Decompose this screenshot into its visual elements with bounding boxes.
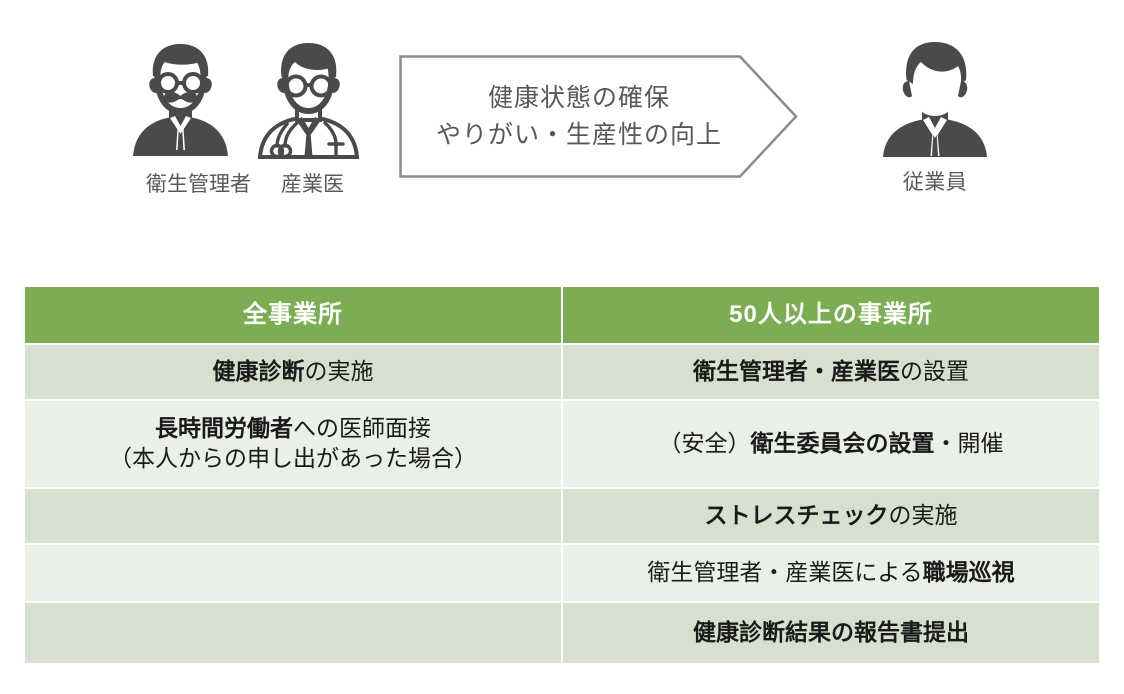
- right-arrow-banner-icon: [399, 55, 798, 178]
- arrow-banner: 健康状態の確保 やりがい・生産性の向上: [399, 55, 798, 178]
- text-bold: 長時間労働者: [155, 415, 293, 442]
- arrow-banner-text: 健康状態の確保 やりがい・生産性の向上: [399, 55, 759, 178]
- cell-all-long-hours-interview: 長時間労働者への医師面接 （本人からの申し出があった場合）: [25, 401, 561, 487]
- column-header-50plus-workplaces: 50人以上の事業所: [563, 287, 1099, 343]
- text-bold: ストレスチェック: [704, 502, 889, 529]
- cell-all-empty-2: [25, 545, 561, 601]
- cell-50plus-appoint-staff: 衛生管理者・産業医の設置: [563, 345, 1099, 399]
- text-plain-prefix: （安全）: [658, 430, 751, 457]
- cell-50plus-safety-health-committee: （安全）衛生委員会の設置・開催: [563, 401, 1099, 487]
- text-plain: の設置: [900, 358, 969, 385]
- stakeholder-diagram: 衛生管理者 産業医 健康状態の確保 やりがい・生産性の向上: [0, 0, 1124, 250]
- text-plain: の実施: [888, 502, 958, 529]
- cell-50plus-stress-check: ストレスチェックの実施: [563, 489, 1099, 543]
- text-plain-prefix: 衛生管理者・産業医による: [647, 559, 923, 586]
- caption-hygiene-manager: 衛生管理者: [146, 173, 251, 196]
- businessman-icon: [865, 38, 1005, 160]
- text-plain: ・開催: [934, 430, 1004, 457]
- requirements-table: 全事業所 50人以上の事業所 健康診断の実施 衛生管理者・産業医の設置 長時間労…: [23, 285, 1101, 665]
- person-hygiene-manager: [110, 38, 250, 158]
- text-bold: 衛生委員会の設置: [750, 430, 935, 457]
- text-plain: の実施: [304, 358, 374, 385]
- table-row: 衛生管理者・産業医による職場巡視: [25, 545, 1099, 601]
- table-row: 健康診断結果の報告書提出: [25, 603, 1099, 663]
- table-row: 健康診断の実施 衛生管理者・産業医の設置: [25, 345, 1099, 399]
- text-bold: 衛生管理者・産業医: [693, 358, 900, 385]
- arrow-line-2: やりがい・生産性の向上: [435, 120, 722, 149]
- column-header-all-workplaces: 全事業所: [25, 287, 561, 343]
- cell-50plus-checkup-report: 健康診断結果の報告書提出: [563, 603, 1099, 663]
- table-row: ストレスチェックの実施: [25, 489, 1099, 543]
- arrow-line-1: 健康状態の確保: [487, 84, 670, 113]
- caption-occupational-physician: 産業医: [281, 173, 344, 196]
- text-bold: 健康診断結果の報告書提出: [693, 619, 969, 646]
- caption-employee: 従業員: [902, 171, 968, 194]
- person-with-glasses-mustache-icon: [110, 38, 250, 158]
- text-bold: 健康診断: [212, 358, 305, 385]
- left-person-captions: 衛生管理者 産業医: [100, 168, 390, 198]
- table-header-row: 全事業所 50人以上の事業所: [25, 287, 1099, 343]
- person-occupational-physician: [243, 38, 373, 160]
- table-row: 長時間労働者への医師面接 （本人からの申し出があった場合） （安全）衛生委員会の設…: [25, 401, 1099, 487]
- text-second-line: （本人からの申し出があった場合）: [109, 445, 477, 471]
- cell-all-empty-1: [25, 489, 561, 543]
- text-plain: への医師面接: [293, 415, 431, 442]
- text-bold: 職場巡視: [922, 559, 1015, 586]
- cell-all-health-checkup: 健康診断の実施: [25, 345, 561, 399]
- cell-all-empty-3: [25, 603, 561, 663]
- cell-50plus-workplace-patrol: 衛生管理者・産業医による職場巡視: [563, 545, 1099, 601]
- doctor-with-stethoscope-icon: [243, 38, 373, 160]
- person-employee: 従業員: [865, 38, 1005, 196]
